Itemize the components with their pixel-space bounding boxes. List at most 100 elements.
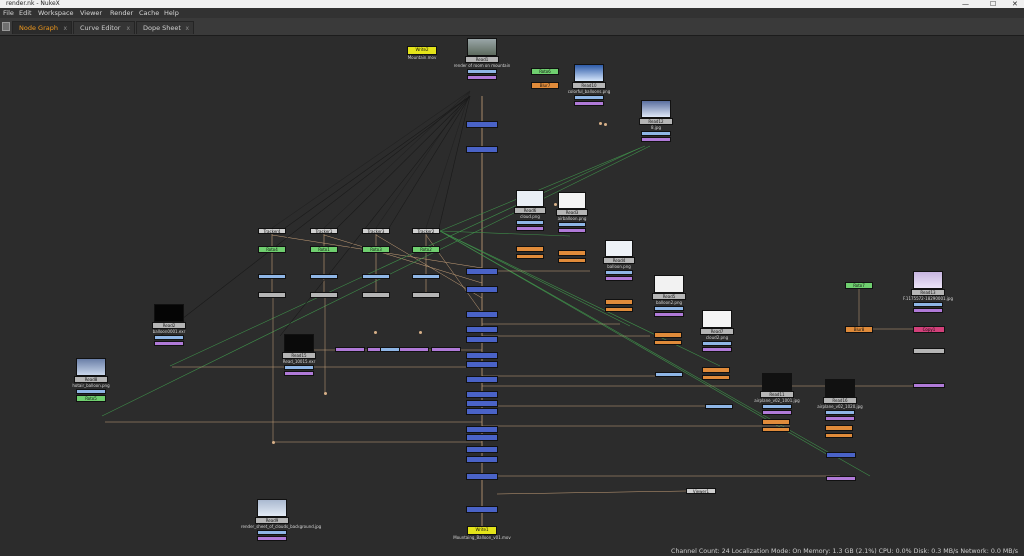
grade-node[interactable] — [258, 274, 286, 279]
tab-node-graph[interactable]: Node Graph x — [12, 21, 72, 34]
write-node[interactable]: Write1 — [467, 526, 497, 535]
blur-node[interactable] — [702, 375, 730, 380]
grade-node[interactable] — [705, 404, 733, 409]
menu-render[interactable]: Render — [110, 9, 134, 17]
transform-node[interactable] — [558, 227, 586, 233]
roto-node[interactable]: Roto7 — [845, 282, 873, 289]
transform-node[interactable] — [913, 383, 945, 388]
read-node[interactable]: Read16 — [823, 397, 857, 404]
roto-node[interactable]: Roto5 — [76, 395, 106, 402]
grade-node[interactable] — [362, 274, 390, 279]
grade-node[interactable] — [762, 404, 792, 409]
close-icon[interactable]: x — [126, 25, 130, 32]
read-node[interactable]: Read6 — [514, 206, 546, 214]
grade-node[interactable] — [641, 131, 671, 136]
tracker-node[interactable]: Tracker4 — [258, 228, 286, 234]
merge-node[interactable] — [466, 146, 498, 153]
transform-node[interactable] — [335, 347, 365, 352]
dot-node[interactable] — [603, 122, 607, 126]
read-node[interactable]: Read15 — [282, 352, 316, 359]
tracker-node[interactable]: Tracker3 — [362, 228, 390, 234]
blur-node[interactable]: Blur8 — [845, 326, 873, 333]
blur-node[interactable] — [654, 340, 682, 345]
merge-node[interactable] — [466, 408, 498, 415]
read-thumbnail[interactable] — [574, 64, 604, 82]
read-thumbnail[interactable] — [762, 373, 792, 391]
blur-node[interactable] — [762, 427, 790, 432]
read-node[interactable]: Read7 — [700, 328, 734, 335]
merge-node[interactable] — [466, 326, 498, 333]
transform-node[interactable] — [362, 292, 390, 298]
merge-node[interactable] — [466, 336, 498, 343]
blur-node[interactable] — [825, 433, 853, 438]
transform-node[interactable] — [826, 476, 856, 481]
transform-node[interactable] — [412, 292, 440, 298]
blur-node[interactable] — [558, 250, 586, 256]
read-node[interactable]: Read11 — [760, 391, 794, 398]
transform-node[interactable] — [702, 347, 732, 352]
transform-node[interactable] — [762, 410, 792, 415]
read-node[interactable]: Read4 — [603, 256, 635, 264]
read-thumbnail[interactable] — [702, 310, 732, 328]
transform-node[interactable] — [574, 101, 604, 106]
transform-node[interactable] — [467, 75, 497, 80]
merge-node[interactable] — [466, 352, 498, 359]
blur-node[interactable] — [825, 425, 853, 431]
transform-node[interactable] — [654, 312, 684, 317]
merge-node[interactable] — [466, 446, 498, 453]
roto-node[interactable]: Roto3 — [362, 246, 390, 253]
tab-curve-editor[interactable]: Curve Editor x — [73, 21, 135, 34]
maximize-icon[interactable]: ☐ — [990, 0, 997, 8]
grade-node[interactable] — [310, 274, 338, 279]
blur-node[interactable] — [516, 254, 544, 259]
merge-node[interactable] — [466, 434, 498, 441]
menu-help[interactable]: Help — [164, 9, 179, 17]
merge-node[interactable] — [826, 452, 856, 458]
read-node[interactable]: Read13 — [911, 289, 945, 296]
roto-node[interactable]: Roto1 — [310, 246, 338, 253]
transform-node[interactable] — [641, 137, 671, 142]
menu-file[interactable]: File — [3, 9, 14, 17]
transform-node[interactable] — [154, 341, 184, 346]
blur-node[interactable] — [605, 299, 633, 305]
grade-node[interactable] — [654, 306, 684, 311]
merge-node[interactable] — [466, 268, 498, 275]
grade-node[interactable] — [380, 347, 400, 352]
transform-node[interactable] — [284, 371, 314, 376]
merge-node[interactable] — [466, 361, 498, 368]
menu-viewer[interactable]: Viewer — [80, 9, 103, 17]
dot-node[interactable] — [271, 440, 275, 444]
read-thumbnail[interactable] — [641, 100, 671, 118]
grade-node[interactable] — [655, 372, 683, 377]
merge-node[interactable] — [466, 456, 498, 463]
read-thumbnail[interactable] — [558, 192, 586, 209]
grade-node[interactable] — [76, 389, 106, 394]
grade-node[interactable] — [574, 95, 604, 100]
grade-node[interactable] — [154, 335, 184, 340]
merge-node[interactable] — [466, 311, 498, 318]
read-thumbnail[interactable] — [654, 275, 684, 293]
roto-node[interactable]: Roto4 — [258, 246, 286, 253]
grade-node[interactable] — [605, 269, 633, 275]
grade-node[interactable] — [467, 69, 497, 74]
read-node[interactable]: Read9 — [255, 517, 289, 524]
read-node[interactable]: Read1 — [465, 56, 499, 63]
grade-node[interactable] — [825, 410, 855, 415]
merge-node[interactable] — [466, 400, 498, 407]
blur-node[interactable] — [762, 419, 790, 425]
read-thumbnail[interactable] — [825, 379, 855, 397]
merge-node[interactable] — [466, 426, 498, 433]
grade-node[interactable] — [558, 221, 586, 227]
pane-menu-icon[interactable] — [2, 22, 10, 31]
blur-node[interactable]: Blur7 — [531, 82, 559, 89]
read-thumbnail[interactable] — [154, 304, 184, 322]
read-thumbnail[interactable] — [257, 499, 287, 517]
read-node[interactable]: Read12 — [639, 118, 673, 125]
transform-node[interactable] — [913, 308, 943, 313]
transform-node[interactable] — [258, 292, 286, 298]
read-thumbnail[interactable] — [913, 271, 943, 289]
read-node[interactable]: Read5 — [652, 293, 686, 300]
read-node[interactable]: Read3 — [556, 208, 588, 216]
dot-node[interactable] — [418, 330, 422, 334]
